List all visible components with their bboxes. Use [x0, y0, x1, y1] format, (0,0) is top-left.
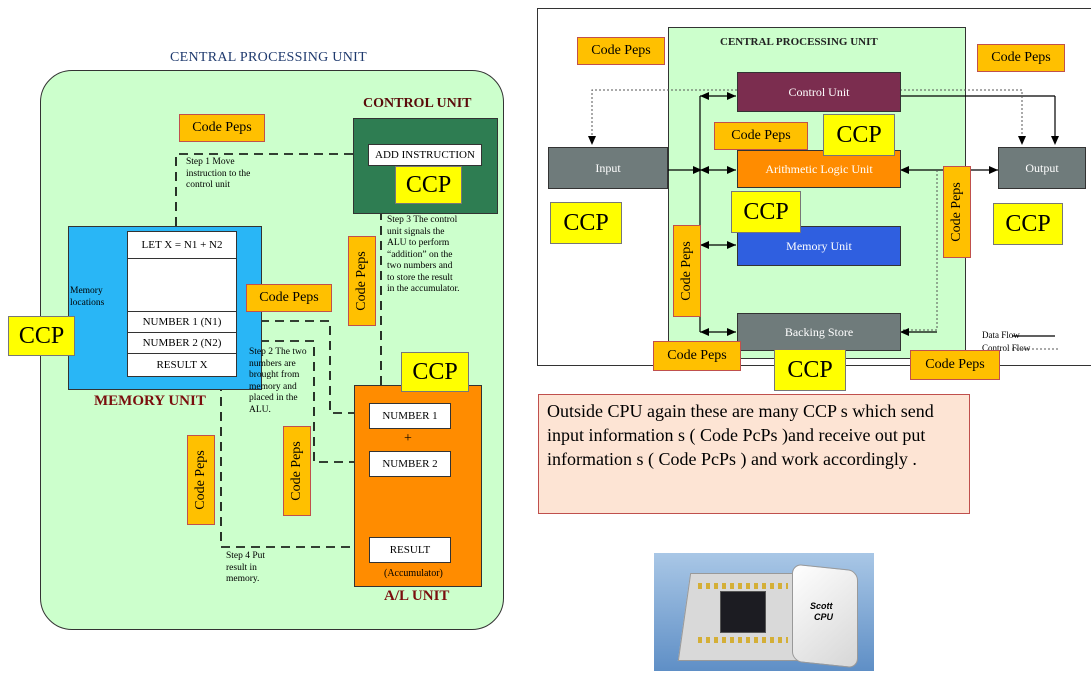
- ccp-tag-6: CCP: [731, 191, 801, 233]
- chip-die: [720, 591, 766, 633]
- ccp-tag-3: CCP: [401, 352, 469, 392]
- caption-box: Outside CPU again these are many CCP s w…: [538, 394, 970, 514]
- memory-cell-5: RESULT X: [127, 353, 237, 377]
- cpu-chip-image: Scott CPU: [654, 553, 874, 671]
- right-control-unit: Control Unit: [737, 72, 901, 112]
- al-result: RESULT: [369, 537, 451, 563]
- ccp-tag-5: CCP: [550, 202, 622, 244]
- code-peps-tag-11: Code Peps: [653, 341, 741, 371]
- code-peps-tag-9: Code Peps: [943, 166, 971, 258]
- step1-note: Step 1 Move instruction to the control u…: [186, 157, 251, 190]
- legend-data-flow: Data Flow: [982, 330, 1020, 340]
- memory-cell-3: NUMBER 1 (N1): [127, 311, 237, 333]
- chip-pins: [698, 583, 788, 589]
- memory-unit-title: MEMORY UNIT: [94, 393, 206, 409]
- right-output: Output: [998, 147, 1086, 189]
- al-number1: NUMBER 1: [369, 403, 451, 429]
- code-peps-tag-10-label: Code Peps: [679, 241, 694, 301]
- code-peps-tag-4: Code Peps: [283, 426, 311, 516]
- right-backing-store: Backing Store: [737, 313, 901, 351]
- code-peps-tag-9-label: Code Peps: [949, 182, 964, 242]
- add-instruction-box: ADD INSTRUCTION: [368, 144, 482, 166]
- al-plus: +: [404, 431, 412, 446]
- al-accumulator: (Accumulator): [384, 568, 443, 579]
- ccp-tag-2: CCP: [8, 316, 75, 356]
- right-alu: Arithmetic Logic Unit: [737, 150, 901, 188]
- code-peps-tag-10: Code Peps: [673, 225, 701, 317]
- ccp-tag-8: CCP: [774, 349, 846, 391]
- legend-control-flow: Control Flow: [982, 343, 1031, 353]
- memory-locations-label: Memory locations: [70, 286, 105, 308]
- left-cpu-title: CENTRAL PROCESSING UNIT: [170, 50, 367, 65]
- control-unit-title: CONTROL UNIT: [363, 96, 472, 111]
- right-input: Input: [548, 147, 668, 189]
- al-unit-title: A/L UNIT: [384, 588, 450, 604]
- chip-lid-text-1: Scott: [810, 601, 833, 611]
- chip-pins-bottom: [698, 637, 788, 643]
- ccp-tag-7: CCP: [993, 203, 1063, 245]
- code-peps-tag-5: Code Peps: [187, 435, 215, 525]
- right-cpu-title: CENTRAL PROCESSING UNIT: [720, 36, 878, 48]
- step3-note: Step 3 The control unit signals the ALU …: [387, 215, 460, 294]
- code-peps-tag-12: Code Peps: [910, 350, 1000, 380]
- memory-cell-1: LET X = N1 + N2: [127, 231, 237, 259]
- step4-note: Step 4 Put result in memory.: [226, 551, 266, 584]
- code-peps-tag-3: Code Peps: [348, 236, 376, 326]
- code-peps-tag-7: Code Peps: [977, 44, 1065, 72]
- code-peps-tag-2: Code Peps: [246, 284, 332, 312]
- step2-note: Step 2 The two numbers are brought from …: [249, 347, 307, 415]
- al-number2: NUMBER 2: [369, 451, 451, 477]
- code-peps-tag-6: Code Peps: [577, 37, 665, 65]
- code-peps-tag-1: Code Peps: [179, 114, 265, 142]
- ccp-tag-4: CCP: [823, 114, 895, 156]
- ccp-tag-1: CCP: [395, 166, 462, 204]
- code-peps-tag-8: Code Peps: [714, 122, 808, 150]
- chip-lid-text-2: CPU: [814, 612, 834, 622]
